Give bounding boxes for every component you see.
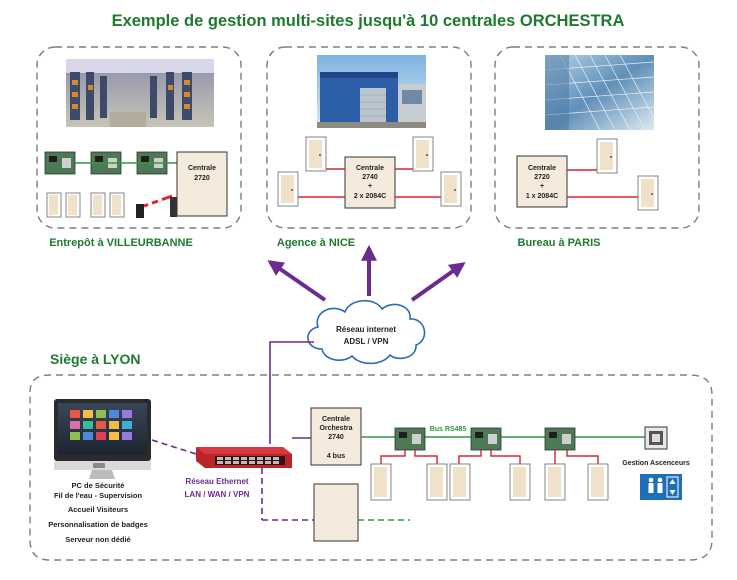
reader-board-hq-2 — [470, 427, 502, 451]
door-icon — [109, 192, 125, 218]
controller-hq-line2: Orchestra — [319, 425, 352, 432]
site-label-nice: Agence à NICE — [277, 237, 355, 249]
cloud-line1: Réseau internet — [336, 325, 396, 334]
door-icon — [426, 463, 448, 501]
door-icon — [596, 138, 618, 174]
site-box-paris — [494, 46, 700, 229]
diagram-title: Exemple de gestion multi-sites jusqu'à 1… — [112, 12, 625, 30]
link-cloud-to-switch — [269, 341, 314, 444]
door-icon — [544, 463, 566, 501]
door-icon — [370, 463, 392, 501]
elevator-reader-icon — [644, 426, 668, 450]
pc-line-3: Accueil Visiteurs — [68, 505, 128, 514]
office-photo — [544, 54, 655, 131]
door-icon — [412, 136, 434, 172]
network-arrows — [267, 244, 466, 302]
controller-nice-line3: + — [368, 183, 372, 190]
controller-villeurbanne-line1: Centrale — [188, 165, 216, 172]
door-icon — [587, 463, 609, 501]
door-icon — [65, 192, 81, 218]
controller-hq-line1: Centrale — [322, 416, 350, 423]
warehouse-photo — [66, 59, 214, 127]
elevator-label: Gestion Ascenceurs — [622, 460, 690, 467]
door-icon — [46, 192, 62, 218]
door-wiring-hq — [380, 450, 599, 466]
controller-paris-line1: Centrale — [528, 165, 556, 172]
site-label-villeurbanne: Entrepôt à VILLEURBANNE — [49, 237, 193, 249]
site-box-nice — [266, 46, 472, 229]
rs485-bus-label: Bus RS485 — [430, 426, 467, 433]
controller-hq-line5: 4 bus — [327, 453, 345, 460]
arrow-to-paris — [410, 262, 466, 302]
pc-line-4: Personnalisation de badges — [48, 520, 148, 529]
door-icon — [277, 171, 299, 207]
controller-paris-line3: + — [540, 183, 544, 190]
door-icon — [509, 463, 531, 501]
ethernet-label-1: Réseau Ethernet — [185, 477, 248, 486]
reader-board-hq-1 — [394, 427, 426, 451]
arrow-to-villeurbanne — [267, 260, 327, 302]
agency-photo — [317, 55, 426, 128]
controller-paris-line4: 1 x 2084C — [526, 193, 558, 200]
controller-nice — [344, 156, 396, 209]
parking-barrier-icon — [136, 194, 177, 218]
controller-paris — [516, 155, 568, 208]
controller-nice-line4: 2 x 2084C — [354, 193, 386, 200]
pc-line-2: Fil de l'eau - Supervision — [54, 491, 142, 500]
controller-hq-secondary — [313, 483, 359, 542]
security-pc-monitor — [54, 399, 151, 479]
door-icon — [440, 171, 462, 207]
pc-line-5: Serveur non dédié — [65, 535, 130, 544]
controller-villeurbanne — [176, 151, 228, 217]
internet-cloud — [307, 299, 426, 365]
reader-board-hq-3 — [544, 427, 576, 451]
controller-hq-line3: 2740 — [328, 434, 344, 441]
door-icon — [449, 463, 471, 501]
site-box-villeurbanne — [36, 46, 242, 229]
reader-board-1 — [44, 151, 76, 175]
door-icon — [637, 175, 659, 211]
link-switch-to-pc — [151, 439, 197, 455]
hq-label: Siège à LYON — [50, 351, 141, 367]
site-label-paris: Bureau à PARIS — [518, 237, 601, 249]
cloud-line2: ADSL / VPN — [344, 337, 389, 346]
ethernet-label-2: LAN / WAN / VPN — [185, 490, 250, 499]
controller-villeurbanne-line2: 2720 — [194, 175, 210, 182]
controller-nice-line2: 2740 — [362, 174, 378, 181]
door-icon — [90, 192, 106, 218]
elevator-icon — [640, 474, 682, 500]
controller-nice-line1: Centrale — [356, 165, 384, 172]
controller-paris-line2: 2720 — [534, 174, 550, 181]
ethernet-switch — [196, 447, 292, 468]
pc-line-1: PC de Sécurité — [72, 481, 125, 490]
door-icon — [305, 136, 327, 172]
